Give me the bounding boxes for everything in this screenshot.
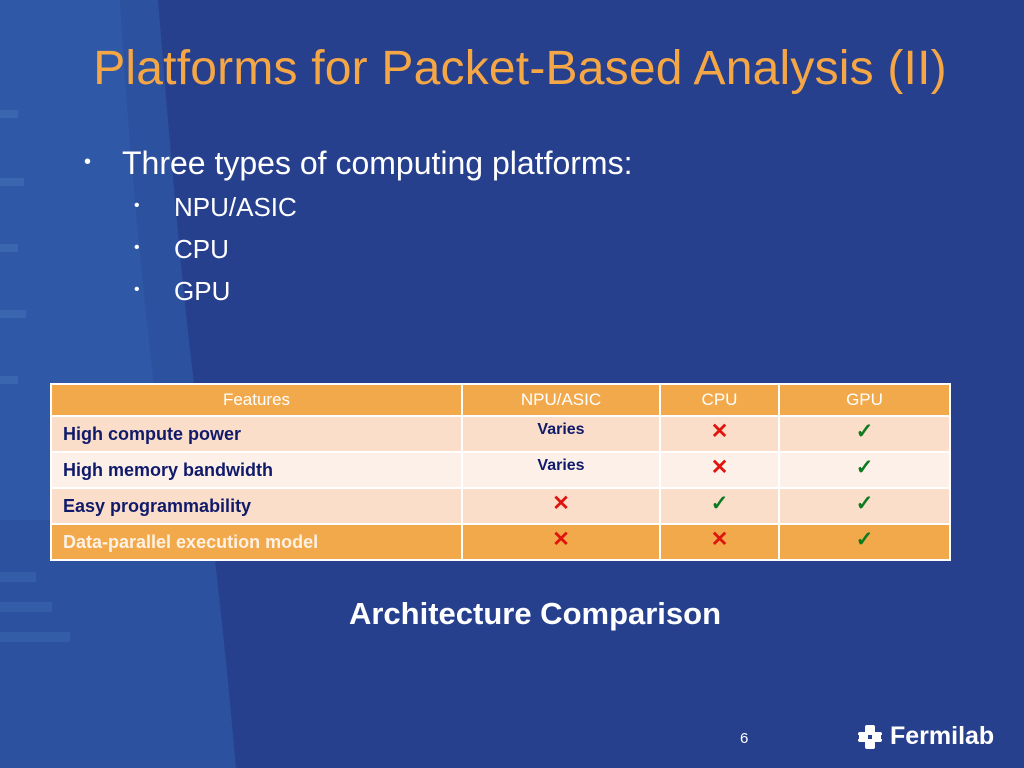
- feature-cell: Data-parallel execution model: [50, 523, 463, 561]
- cpu-cell: ✕: [659, 415, 780, 453]
- architecture-comparison-table: Features NPU/ASIC CPU GPU High compute p…: [50, 383, 951, 561]
- gpu-cell: ✓: [778, 415, 951, 453]
- bullet-dot-icon: •: [84, 150, 92, 173]
- cross-icon: ✕: [552, 528, 570, 551]
- table-row: High memory bandwidth Varies ✕ ✓: [50, 451, 951, 489]
- bullet-dot-icon: •: [134, 197, 140, 214]
- header-npu-asic: NPU/ASIC: [461, 383, 661, 417]
- main-bullet: • Three types of computing platforms:: [84, 140, 632, 186]
- cross-icon: ✕: [710, 528, 729, 551]
- cross-icon: ✕: [710, 420, 729, 443]
- table-row: Data-parallel execution model ✕ ✕ ✓: [50, 523, 951, 561]
- table-row: High compute power Varies ✕ ✓: [50, 415, 951, 453]
- fermilab-logo-icon: [856, 724, 884, 749]
- sub-bullet-npu: • NPU/ASIC: [134, 186, 632, 228]
- cross-icon: ✕: [710, 456, 729, 479]
- table-header-row: Features NPU/ASIC CPU GPU: [50, 383, 951, 417]
- feature-cell: High memory bandwidth: [50, 451, 463, 489]
- bullet-list: • Three types of computing platforms: • …: [84, 140, 632, 312]
- sub-bullet-gpu: • GPU: [134, 270, 632, 312]
- check-icon: ✓: [855, 528, 874, 551]
- sub-bullet-text: CPU: [174, 233, 229, 264]
- sub-bullet-text: GPU: [174, 275, 231, 306]
- feature-cell: High compute power: [50, 415, 463, 453]
- check-icon: ✓: [710, 492, 729, 515]
- check-icon: ✓: [855, 492, 874, 515]
- page-number: 6: [740, 730, 749, 747]
- table-row: Easy programmability ✕ ✓ ✓: [50, 487, 951, 525]
- cross-icon: ✕: [552, 492, 570, 515]
- feature-cell: Easy programmability: [50, 487, 463, 525]
- main-bullet-text: Three types of computing platforms:: [122, 144, 633, 181]
- header-gpu: GPU: [778, 383, 951, 417]
- bullet-dot-icon: •: [134, 281, 140, 298]
- fermilab-logo: Fermilab: [856, 722, 994, 751]
- header-cpu: CPU: [659, 383, 780, 417]
- npu-cell: ✕: [461, 487, 661, 525]
- gpu-cell: ✓: [778, 487, 951, 525]
- cpu-cell: ✕: [659, 523, 780, 561]
- table-caption: Architecture Comparison: [348, 596, 722, 631]
- gpu-cell: ✓: [778, 523, 951, 561]
- slide-title: Platforms for Packet-Based Analysis (II): [93, 42, 947, 95]
- check-icon: ✓: [855, 456, 874, 479]
- sub-bullet-cpu: • CPU: [134, 228, 632, 270]
- npu-cell: Varies: [461, 415, 661, 453]
- bullet-dot-icon: •: [134, 239, 140, 256]
- cpu-cell: ✕: [659, 451, 780, 489]
- sub-bullet-text: NPU/ASIC: [174, 191, 297, 222]
- cpu-cell: ✓: [659, 487, 780, 525]
- gpu-cell: ✓: [778, 451, 951, 489]
- header-features: Features: [50, 383, 463, 417]
- npu-cell: Varies: [461, 451, 661, 489]
- npu-cell: ✕: [461, 523, 661, 561]
- check-icon: ✓: [855, 420, 874, 443]
- logo-text: Fermilab: [890, 722, 995, 750]
